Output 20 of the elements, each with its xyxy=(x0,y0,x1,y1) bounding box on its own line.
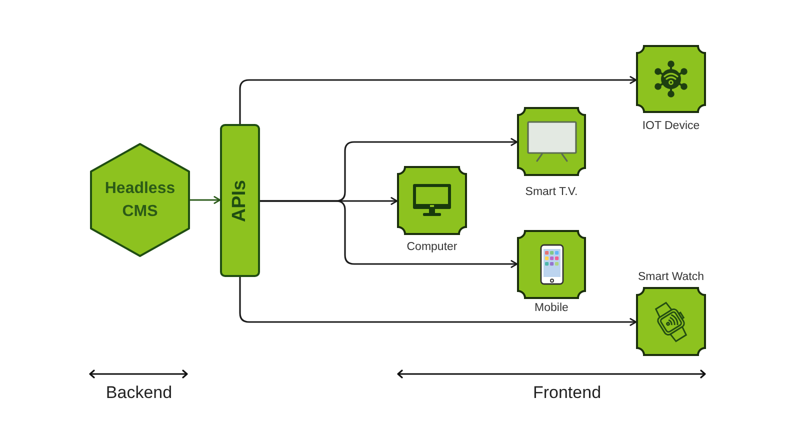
api-bar xyxy=(220,124,260,277)
node-label: Headless CMS xyxy=(104,178,176,222)
connector-arrow xyxy=(190,196,221,204)
device-tile xyxy=(397,166,467,235)
device-caption: Smart Watch xyxy=(638,270,704,284)
device-caption: Smart T.V. xyxy=(525,185,578,199)
device-tile xyxy=(517,107,586,176)
device-tile xyxy=(636,45,706,113)
connector-arrow xyxy=(239,277,637,326)
device-caption: Computer xyxy=(406,240,458,254)
device-caption: Mobile xyxy=(534,301,568,315)
connector-arrow xyxy=(260,200,518,268)
device-tile xyxy=(636,287,706,356)
node-label: APIs xyxy=(229,179,251,222)
connector-arrow xyxy=(239,76,637,124)
hexagon-node xyxy=(90,143,190,257)
device-tile xyxy=(517,230,586,299)
device-caption: IOT Device xyxy=(642,119,700,133)
section-label: Backend xyxy=(106,383,172,403)
section-label: Frontend xyxy=(532,383,602,403)
